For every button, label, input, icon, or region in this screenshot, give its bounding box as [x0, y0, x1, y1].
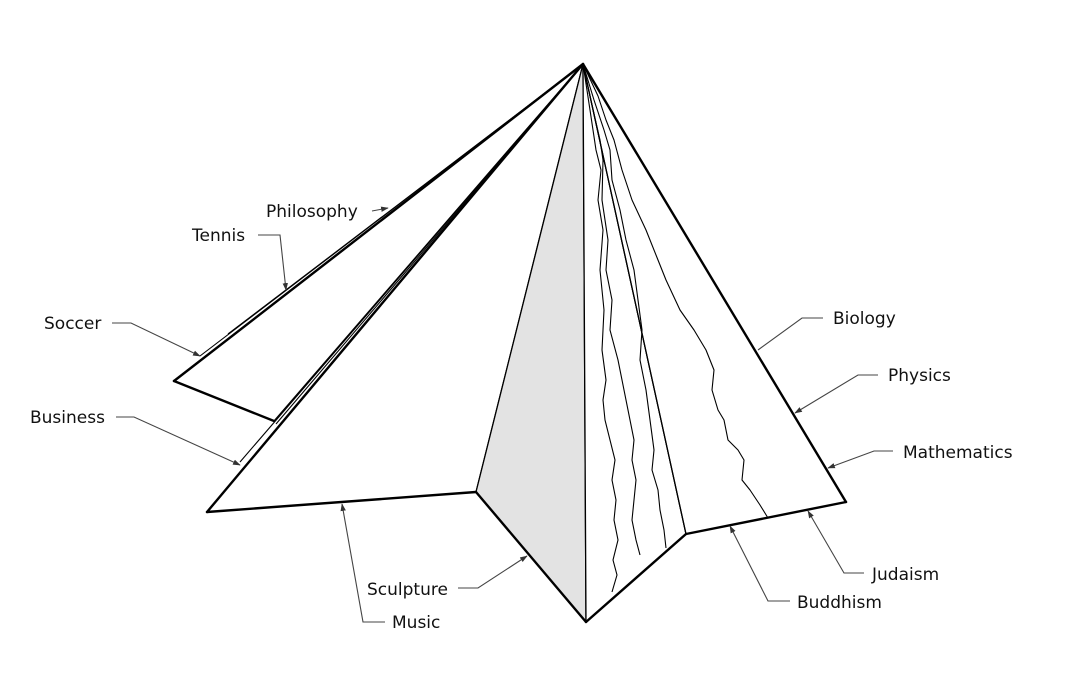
label-tennis: Tennis — [191, 226, 245, 246]
label-judaism: Judaism — [871, 565, 939, 585]
label-business: Business — [30, 408, 105, 428]
pyramid-faces — [173, 63, 847, 623]
right-ridge — [581, 62, 848, 504]
base-edges — [172, 62, 848, 624]
label-music: Music — [392, 613, 440, 633]
music-leader — [340, 503, 385, 623]
mathematics-leader — [827, 450, 893, 469]
buddhism-leader — [729, 525, 790, 602]
philosophy-leader — [371, 206, 389, 212]
left-front-base — [205, 490, 478, 514]
left-front-ridge — [205, 62, 585, 514]
label-soccer: Soccer — [44, 314, 101, 334]
interior-curves — [582, 63, 769, 593]
sculpture-leader — [458, 555, 528, 589]
label-sculpture: Sculpture — [367, 580, 448, 600]
left-ridge — [172, 62, 585, 383]
judaism-leader — [807, 510, 864, 574]
curve-a — [582, 63, 619, 593]
soccer-leader — [112, 322, 201, 357]
left-back-base — [172, 379, 276, 423]
front-base — [474, 490, 588, 624]
ridge-split — [582, 63, 687, 535]
curve-c — [582, 63, 667, 549]
biology-leader — [757, 317, 823, 351]
leader-lines — [112, 206, 893, 623]
label-buddhism: Buddhism — [797, 593, 882, 613]
curve-d — [582, 63, 769, 519]
label-mathematics: Mathematics — [903, 443, 1013, 463]
business-leader — [116, 416, 241, 466]
curve-b — [582, 63, 641, 556]
labels: Philosophy Tennis Soccer Business Sculpt… — [30, 202, 1013, 633]
physics-leader — [794, 374, 878, 414]
right-front-base — [584, 532, 688, 624]
label-physics: Physics — [888, 366, 951, 386]
label-philosophy: Philosophy — [266, 202, 358, 222]
label-biology: Biology — [833, 309, 896, 329]
right-back-base — [684, 500, 848, 536]
tennis-leader — [258, 234, 288, 291]
